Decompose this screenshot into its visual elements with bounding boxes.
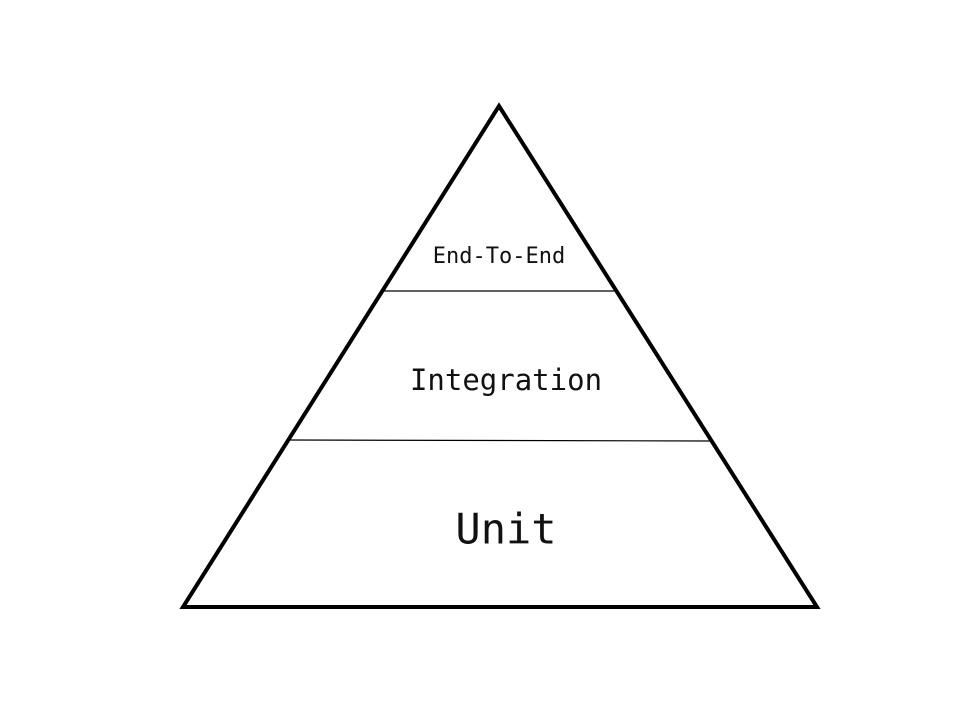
tier-label-end-to-end: End-To-End [433, 244, 565, 269]
tier-divider-bottom [289, 439, 711, 442]
tier-label-integration: Integration [410, 363, 602, 397]
tier-label-unit: Unit [455, 505, 556, 554]
pyramid-outline [179, 102, 821, 609]
